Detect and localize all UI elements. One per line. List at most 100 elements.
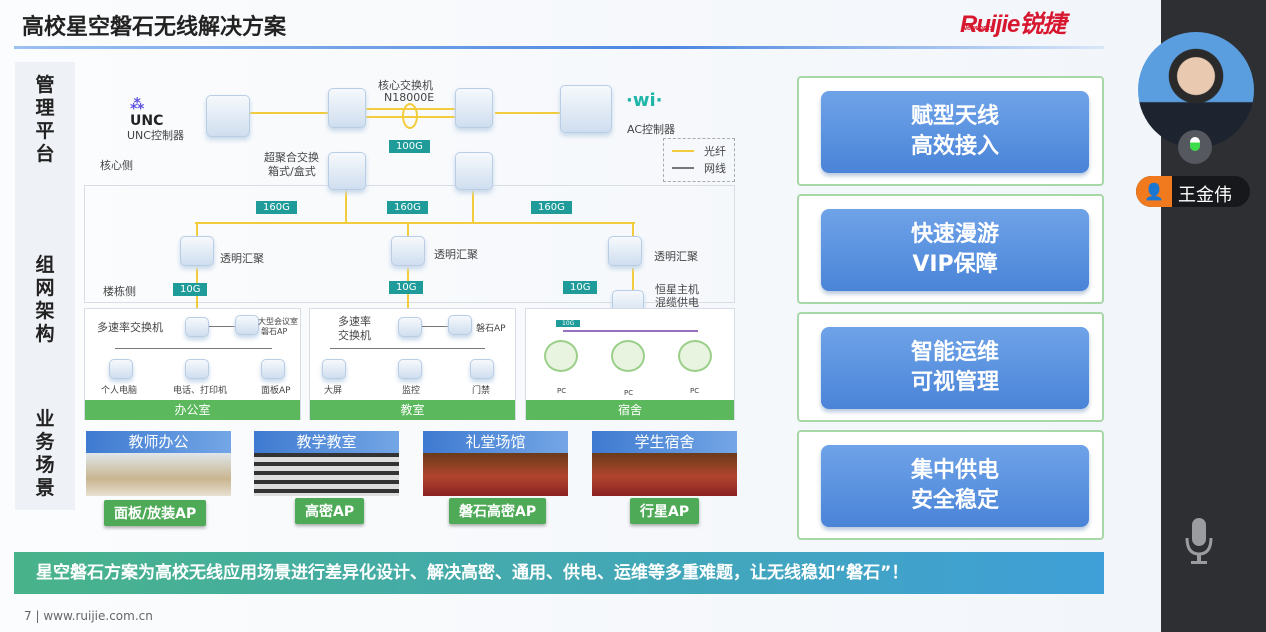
fiber-line [345, 190, 347, 224]
aggregation-label: 透明汇聚 [434, 248, 478, 261]
feature-card: 集中供电安全稳定 [797, 430, 1104, 540]
core-side-label: 核心侧 [100, 159, 133, 172]
star-host-label: 恒星主机 [655, 283, 699, 296]
feature-card: 赋型天线高效接入 [797, 76, 1104, 186]
feature-line: 智能运维 [910, 340, 999, 365]
device-label: 监控 [402, 386, 421, 396]
user-icon: 👤 [1136, 176, 1172, 207]
microphone-icon[interactable] [1184, 518, 1214, 566]
office-photo [86, 453, 231, 496]
switch-icon [398, 317, 422, 337]
section-label-column: 管理平台 组网架构 业务场景 [15, 62, 75, 510]
phone-printer-icon [185, 359, 209, 379]
device-label: 面板AP [261, 386, 291, 396]
feature-line: 赋型天线 [910, 104, 999, 129]
slide-title: 高校星空磐石无线解决方案 [22, 15, 287, 40]
aggregation-switch-icon [180, 236, 214, 266]
ap-type-label: 行星AP [630, 498, 700, 524]
scene-title: 礼堂场馆 [423, 431, 568, 453]
link-aggregation-ring [402, 103, 418, 129]
classroom-bar: 教室 [310, 400, 515, 420]
bandwidth-badge: 160G [387, 201, 428, 214]
ap-icon [448, 315, 472, 335]
fiber-line [632, 222, 634, 236]
hyper-switch-label: 超聚合交换 [264, 151, 319, 164]
bandwidth-badge: 10G [389, 281, 424, 294]
participant-video[interactable] [1138, 32, 1254, 148]
access-control-icon [470, 359, 494, 379]
planet-ap-icon [611, 340, 645, 372]
scene-dormitory: 学生宿舍 [592, 431, 737, 496]
hyper-switch-icon [328, 152, 366, 190]
legend-fiber-swatch [672, 150, 694, 152]
device-label: 门禁 [472, 386, 491, 396]
bandwidth-badge: 160G [256, 201, 297, 214]
aggregation-label: 透明汇聚 [654, 250, 698, 263]
summary-banner: 星空磐石方案为高校无线应用场景进行差异化设计、解决高密、通用、供电、运维等多重难… [14, 552, 1104, 594]
label-scenario: 业务场景 [15, 408, 75, 500]
feature-line: 可视管理 [910, 370, 999, 395]
bandwidth-badge: 10G [556, 320, 581, 327]
legend-cable-swatch [672, 167, 694, 169]
dorm-bar: 宿舍 [526, 400, 734, 420]
label-text: 业务场景 [35, 408, 55, 499]
device-label: 大屏 [324, 386, 343, 396]
classroom-panel: 多速率 交换机 磐石AP 大屏 监控 门禁 教室 [309, 308, 516, 420]
hyper-switch-label: 箱式/盒式 [268, 165, 316, 178]
aggregation-switch-icon [391, 236, 425, 266]
office-bar: 办公室 [85, 400, 300, 420]
legend-fiber: 光纤 [704, 145, 726, 158]
cable-line [422, 326, 448, 327]
scene-teacher-office: 教师办公 [86, 431, 231, 496]
fiber-line [195, 222, 635, 224]
feature-line: 集中供电 [910, 458, 999, 483]
participant-name-badge: 👤 王金伟 [1136, 176, 1250, 207]
scene-title: 教师办公 [86, 431, 231, 453]
legend: 光纤 网线 [663, 138, 735, 182]
core-switch-model: N18000E [384, 91, 435, 104]
aggregation-switch-icon [608, 236, 642, 266]
ap-type-label: 面板/放装AP [104, 500, 207, 526]
participant-name: 王金伟 [1178, 185, 1232, 206]
pc-label: PC [557, 387, 567, 395]
ap-label: 磐石AP [261, 327, 288, 336]
bandwidth-badge: 160G [531, 201, 572, 214]
feature-box: 智能运维可视管理 [821, 327, 1089, 409]
legend-cable: 网线 [704, 162, 726, 175]
fiber-line [472, 190, 474, 224]
label-network: 组网架构 [15, 254, 75, 346]
office-panel: 多速率交换机 大型会议室 磐石AP 个人电脑 电话、打印机 面板AP 办公室 [84, 308, 301, 420]
ap-icon [235, 315, 259, 335]
scene-title: 学生宿舍 [592, 431, 737, 453]
planet-ap-icon [544, 340, 578, 372]
camera-icon [398, 359, 422, 379]
classroom-switch-label: 多速率 [338, 315, 371, 328]
ap-type-label: 磐石高密AP [449, 498, 547, 524]
label-text: 管理平台 [35, 74, 55, 165]
fiber-line [196, 222, 198, 236]
cable-line [115, 348, 272, 349]
device-label: 电话、打印机 [173, 386, 228, 396]
fiber-line [632, 268, 634, 290]
unc-label: UNC控制器 [127, 129, 184, 142]
feature-card: 智能运维可视管理 [797, 312, 1104, 422]
screen-icon [322, 359, 346, 379]
cable-line [330, 348, 485, 349]
device-label: 个人电脑 [101, 386, 138, 396]
bandwidth-badge: 10G [563, 281, 598, 294]
cable-line [209, 326, 235, 327]
feature-line: 快速漫游 [910, 222, 999, 247]
ap-type-label: 高密AP [295, 498, 365, 524]
building-side-label: 楼栋侧 [103, 285, 136, 298]
hyper-switch-icon [455, 152, 493, 190]
planet-ap-icon [678, 340, 712, 372]
fiber-line [407, 222, 409, 236]
office-switch-label: 多速率交换机 [97, 321, 163, 334]
unc-logo-text: UNC [130, 113, 164, 129]
core-switch-icon [455, 88, 493, 128]
footer: 7 | www.ruijie.com.cn [24, 609, 153, 623]
core-switch-label: 核心交换机 [378, 79, 433, 92]
feature-box: 赋型天线高效接入 [821, 91, 1089, 173]
